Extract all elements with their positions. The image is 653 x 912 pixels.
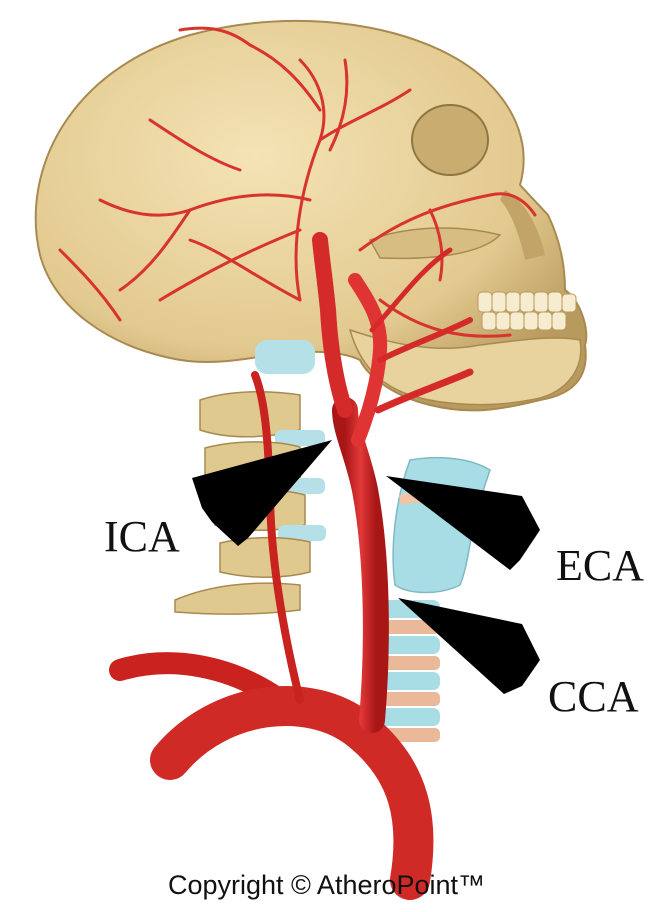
copyright-notice: Copyright © AtheroPoint™ [0,872,653,899]
teeth [478,292,576,330]
eca-label: ECA [556,544,644,588]
ica-label: ICA [104,515,180,559]
eye-socket [412,105,488,175]
common-carotid-artery [345,410,376,720]
cca-label: CCA [548,675,638,719]
